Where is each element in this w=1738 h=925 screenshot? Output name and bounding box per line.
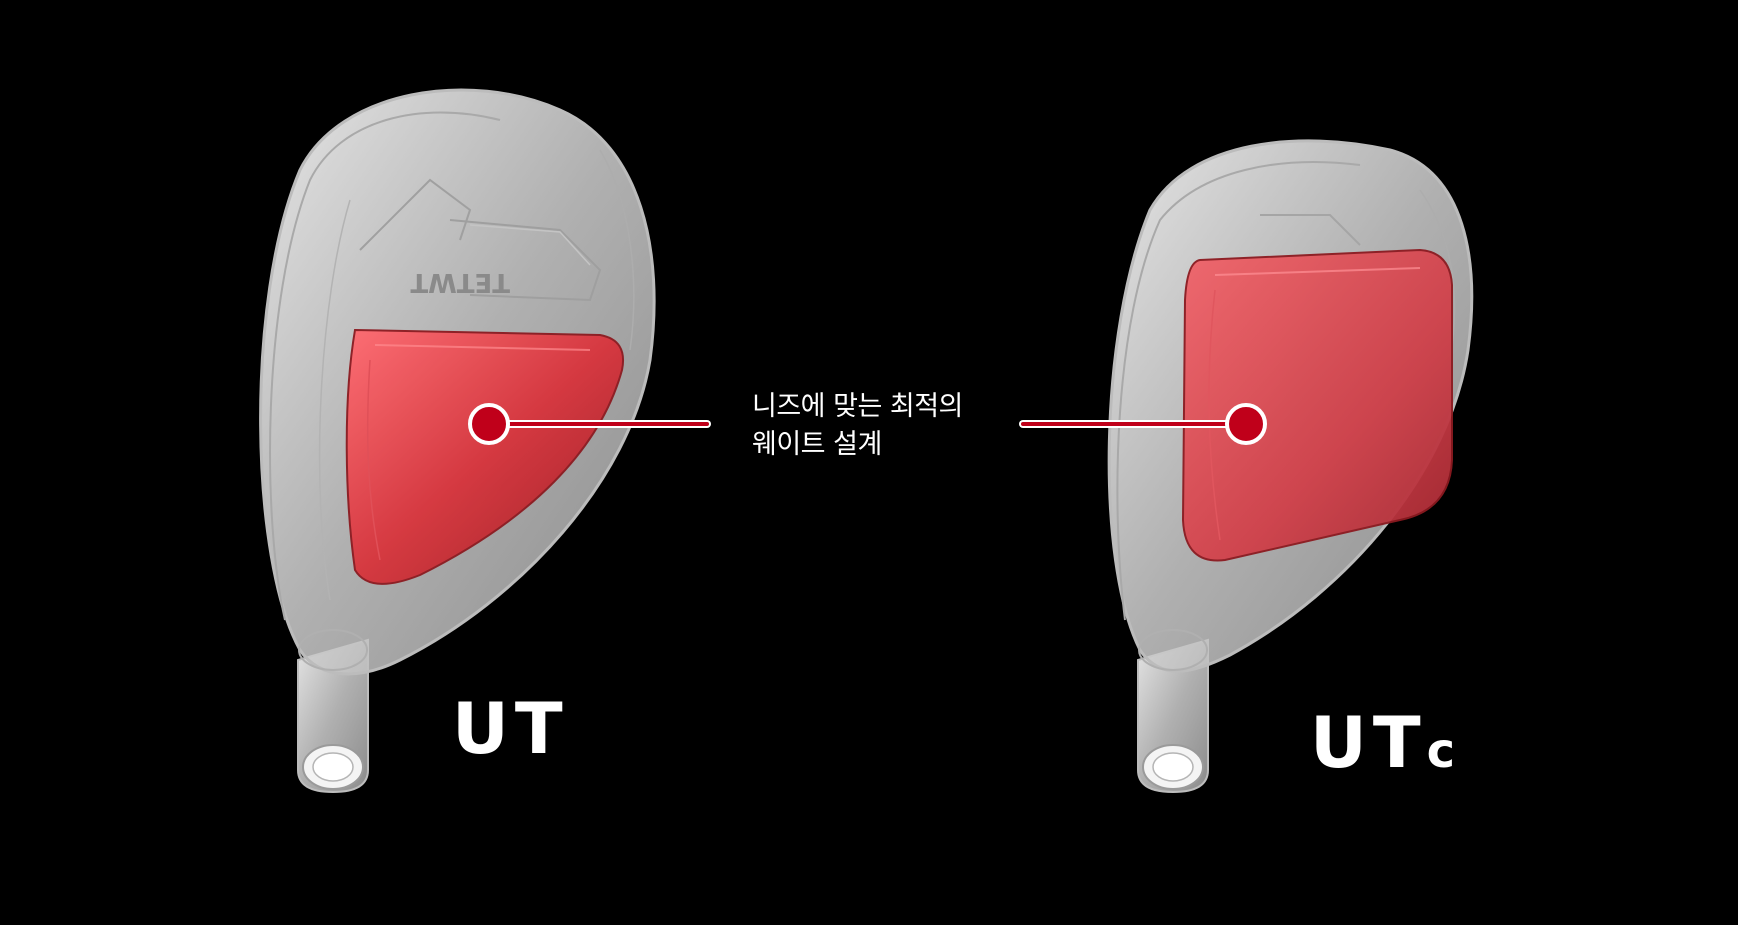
ut-weight	[345, 328, 624, 585]
ut-clubhead: TETWT	[259, 88, 656, 794]
callout-line-1: 니즈에 맞는 최적의	[752, 391, 963, 422]
utc-clubhead	[1107, 139, 1474, 794]
utc-weight	[1181, 248, 1453, 562]
utc-weight-marker	[1225, 403, 1267, 445]
callout-line-2: 웨이트 설계	[752, 429, 882, 460]
callout-connectors	[468, 403, 1267, 445]
ut-head-engraving: TETWT	[410, 267, 510, 297]
ut-model-label: UT	[452, 688, 569, 770]
weight-design-callout: 니즈에 맞는 최적의 웨이트 설계	[752, 388, 1002, 464]
ut-weight-marker	[468, 403, 510, 445]
utc-model-label: UTc	[1310, 702, 1456, 784]
